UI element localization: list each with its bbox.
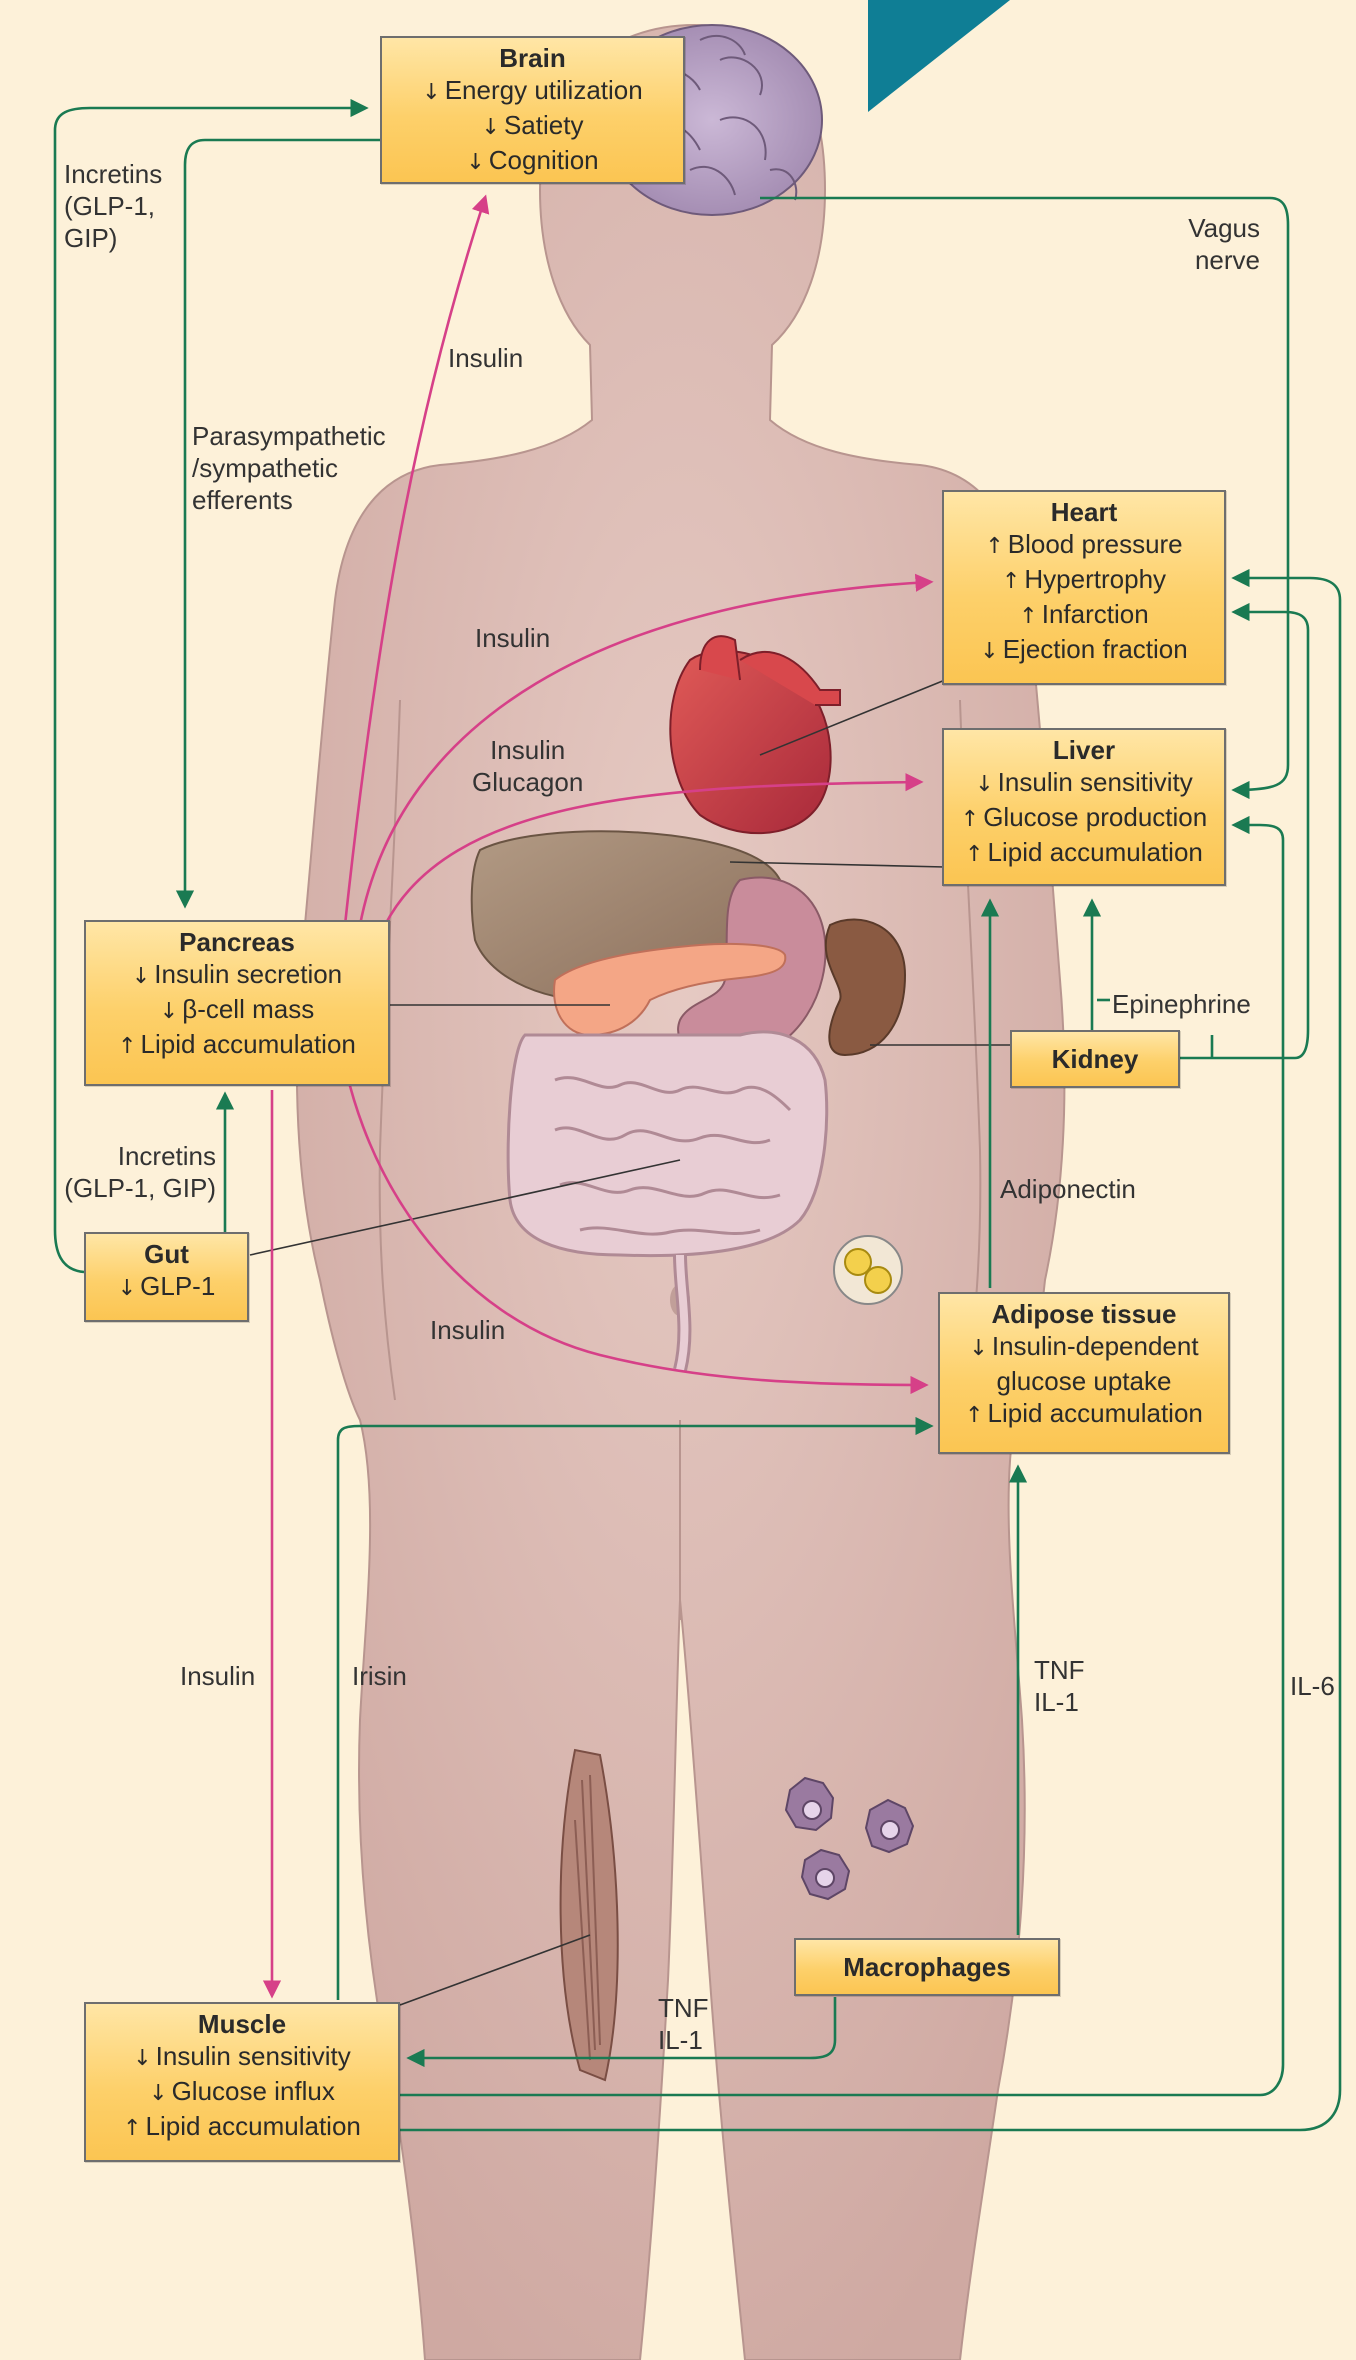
adipose-box-title: Adipose tissue [946, 1298, 1222, 1330]
liver-line-2: ↑Glucose production [950, 801, 1218, 836]
brain-line-2: ↓Satiety [388, 109, 677, 144]
muscle-box-title: Muscle [92, 2008, 392, 2040]
label-insulin-muscle: Insulin [180, 1660, 255, 1692]
pancreas-line-1: ↓Insulin secretion [92, 958, 382, 993]
pancreas-line-3: ↑Lipid accumulation [92, 1028, 382, 1063]
liver-box[interactable]: Liver ↓Insulin sensitivity ↑Glucose prod… [942, 728, 1226, 886]
label-insulin-heart: Insulin [475, 622, 550, 654]
brain-box[interactable]: Brain ↓Energy utilization ↓Satiety ↓Cogn… [380, 36, 685, 184]
liver-box-title: Liver [950, 734, 1218, 766]
pancreas-box[interactable]: Pancreas ↓Insulin secretion ↓β-cell mass… [84, 920, 390, 1086]
macrophages-box[interactable]: Macrophages [794, 1938, 1060, 1996]
adipose-line-2: glucose uptake [946, 1365, 1222, 1397]
liver-line-3: ↑Lipid accumulation [950, 836, 1218, 871]
brain-line-1: ↓Energy utilization [388, 74, 677, 109]
heart-box[interactable]: Heart ↑Blood pressure ↑Hypertrophy ↑Infa… [942, 490, 1226, 685]
brain-line-3: ↓Cognition [388, 144, 677, 179]
muscle-line-3: ↑Lipid accumulation [92, 2110, 392, 2145]
macrophages-box-title: Macrophages [802, 1951, 1052, 1983]
muscle-line-1: ↓Insulin sensitivity [92, 2040, 392, 2075]
corner-triangle [868, 0, 1010, 112]
label-epinephrine: Epinephrine [1112, 988, 1251, 1020]
gut-line-1: ↓GLP-1 [92, 1270, 241, 1305]
kidney-box-title: Kidney [1018, 1043, 1172, 1075]
muscle-line-2: ↓Glucose influx [92, 2075, 392, 2110]
gut-box-title: Gut [92, 1238, 241, 1270]
kidney-box[interactable]: Kidney [1010, 1030, 1180, 1088]
adipose-box[interactable]: Adipose tissue ↓Insulin-dependent glucos… [938, 1292, 1230, 1454]
pancreas-line-2: ↓β-cell mass [92, 993, 382, 1028]
gut-box[interactable]: Gut ↓GLP-1 [84, 1232, 249, 1322]
label-insulin-adipose: Insulin [430, 1314, 505, 1346]
heart-line-2: ↑Hypertrophy [950, 563, 1218, 598]
heart-line-1: ↑Blood pressure [950, 528, 1218, 563]
label-insulin-brain: Insulin [448, 342, 523, 374]
heart-box-title: Heart [950, 496, 1218, 528]
heart-line-4: ↓Ejection fraction [950, 633, 1218, 668]
label-adiponectin: Adiponectin [1000, 1173, 1136, 1205]
label-il6: IL-6 [1290, 1670, 1335, 1702]
adipose-line-3: ↑Lipid accumulation [946, 1397, 1222, 1432]
label-irisin: Irisin [352, 1660, 407, 1692]
fat-cells-icon [834, 1236, 902, 1304]
pancreas-box-title: Pancreas [92, 926, 382, 958]
adipose-line-1: ↓Insulin-dependent [946, 1330, 1222, 1365]
liver-line-1: ↓Insulin sensitivity [950, 766, 1218, 801]
heart-line-3: ↑Infarction [950, 598, 1218, 633]
muscle-box[interactable]: Muscle ↓Insulin sensitivity ↓Glucose inf… [84, 2002, 400, 2162]
brain-box-title: Brain [388, 42, 677, 74]
label-incretins-top: Incretins(GLP-1,GIP) [64, 158, 162, 254]
label-incretins-gut: Incretins(GLP-1, GIP) [60, 1140, 216, 1204]
